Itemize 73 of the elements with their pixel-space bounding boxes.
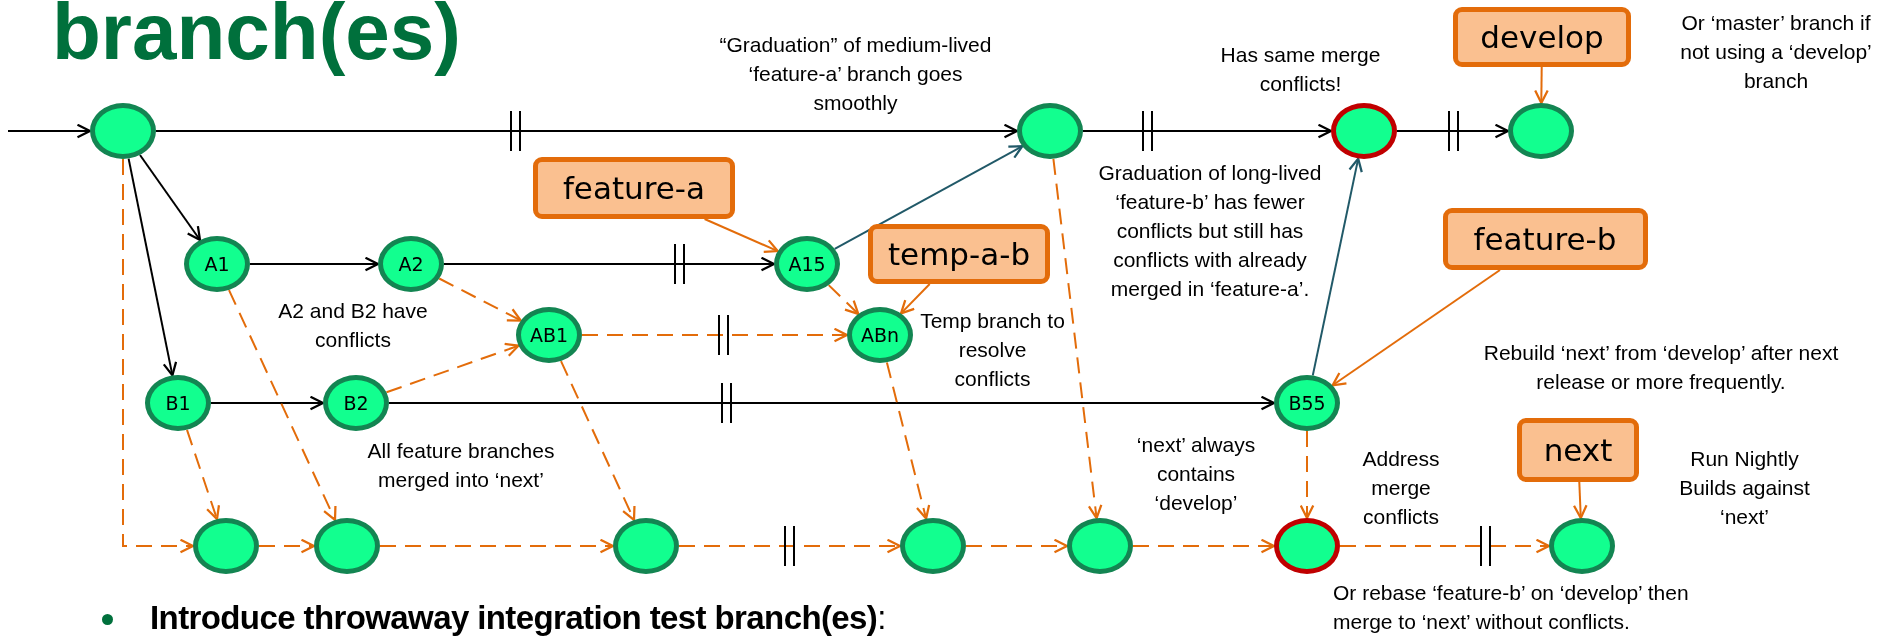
- arrow: [899, 283, 931, 315]
- dashed-arrow: [1339, 538, 1551, 554]
- dashed-arrow: [827, 284, 860, 315]
- arrow: [388, 395, 1276, 411]
- dashed-arrow: [379, 538, 615, 554]
- branch-tag: [868, 224, 1050, 284]
- commit-ellipse: [516, 307, 582, 363]
- dashed-arrow: [438, 277, 522, 322]
- arrow: [1534, 66, 1549, 105]
- commit-ellipse: [1274, 375, 1340, 431]
- commit-ellipse: [378, 236, 444, 292]
- dashed-arrow: [122, 158, 195, 554]
- branch-tag: [533, 157, 735, 219]
- arrow: [139, 154, 202, 242]
- dashed-arrow: [1299, 430, 1315, 520]
- annotation-text: Run Nightly Builds against ‘next’: [1678, 446, 1811, 530]
- commit-label: A15: [788, 254, 826, 274]
- arrow: [1082, 123, 1333, 139]
- branch-name: feature-a: [562, 172, 706, 204]
- arrow: [1331, 269, 1501, 387]
- annotation-text: Temp branch to resolve conflicts: [920, 308, 1065, 392]
- commit-ellipse: [774, 236, 840, 292]
- annotation-text: A2 and B2 have conflicts: [278, 298, 428, 353]
- dashed-arrow: [1052, 157, 1103, 520]
- commit-label: ABn: [860, 325, 900, 345]
- annotation-text: Has same merge conflicts!: [1219, 42, 1382, 97]
- branch-name: next: [1543, 434, 1613, 466]
- annotation-text: Address merge conflicts: [1361, 446, 1441, 530]
- arrow: [1396, 123, 1510, 139]
- dashed-arrow: [258, 538, 316, 554]
- dashed-arrow: [560, 360, 636, 522]
- branch-name: feature-b: [1473, 223, 1617, 255]
- branch-tag: [1442, 208, 1648, 270]
- commit-ellipse: [323, 375, 389, 431]
- annotation-text: Or ‘master’ branch if not using a ‘develop’ branch: [1679, 10, 1873, 94]
- commit-label: B2: [343, 393, 369, 413]
- branch-name: temp-a-b: [887, 238, 1031, 270]
- commit-label: A2: [398, 254, 424, 274]
- annotation-text: Or rebase ‘feature-b’ on ‘develop’ then merge to ‘next’ without conflicts.: [1333, 580, 1690, 635]
- commit-ellipse: [847, 307, 913, 363]
- arrow: [833, 145, 1024, 250]
- branch-tag: [1453, 7, 1631, 67]
- arrow: [443, 256, 776, 272]
- commit-label: B55: [1288, 393, 1326, 413]
- annotation-text: All feature branches merged into ‘next’: [366, 438, 556, 493]
- arrow: [703, 218, 779, 253]
- arrow: [155, 123, 1019, 139]
- commit-label: A1: [204, 254, 230, 274]
- arrow: [7, 123, 92, 139]
- dashed-arrow: [885, 361, 931, 520]
- bullet-text: Introduce throwaway integration test branch(es):: [150, 598, 886, 638]
- dashed-arrow: [678, 538, 902, 554]
- arrow: [210, 395, 325, 411]
- annotation-text: Graduation of long-lived ‘feature-b’ has fewer conflicts but still has conflicts with already merged in ‘feature-a’.: [1097, 160, 1323, 302]
- dashed-arrow: [186, 428, 221, 521]
- annotation-text: “Graduation” of medium-lived ‘feature-a’ branch goes smoothly: [718, 32, 993, 116]
- dashed-arrow: [228, 289, 337, 522]
- arrow: [1311, 157, 1363, 377]
- branch-name: develop: [1480, 21, 1604, 53]
- dashed-arrow: [965, 538, 1069, 554]
- dashed-arrow: [385, 342, 520, 394]
- commit-label: AB1: [529, 325, 569, 345]
- arrow: [127, 157, 178, 377]
- commit-label: B1: [165, 393, 191, 413]
- dashed-arrow: [1132, 538, 1276, 554]
- commit-ellipse: [1017, 103, 1083, 159]
- dashed-arrow: [581, 327, 849, 343]
- commit-ellipse: [193, 518, 259, 574]
- annotation-text: Rebuild ‘next’ from ‘develop’ after next release or more frequently.: [1482, 340, 1840, 395]
- branch-tag: [1517, 418, 1639, 482]
- arrow: [249, 256, 380, 272]
- arrow: [1572, 481, 1588, 520]
- annotation-text: ‘next’ always contains ‘develop’: [1135, 432, 1257, 516]
